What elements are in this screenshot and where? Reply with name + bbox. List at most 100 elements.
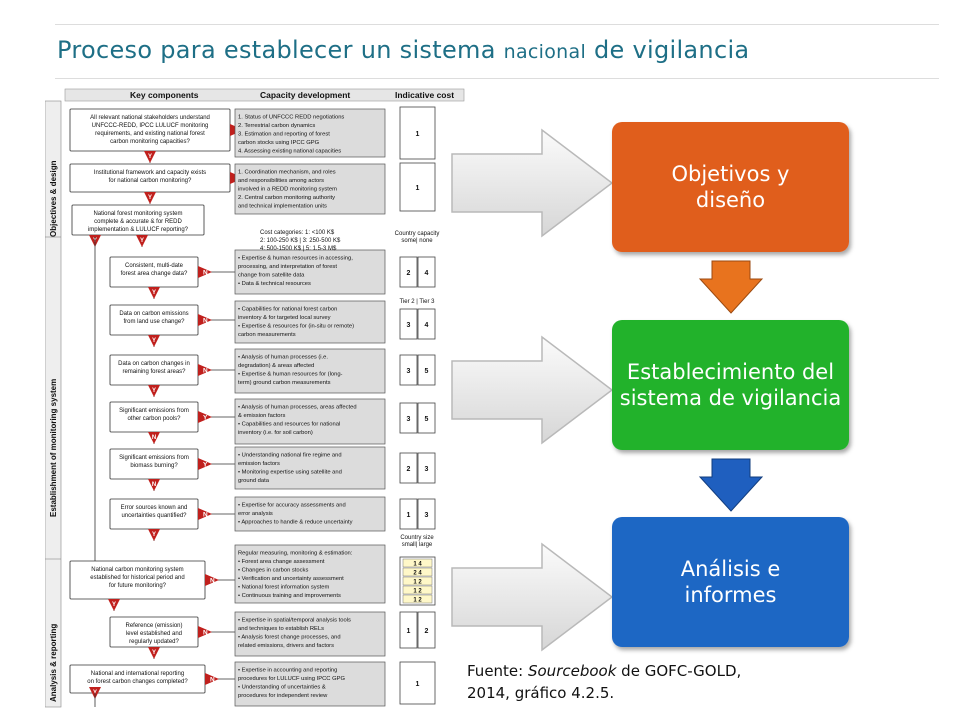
capacity-text: • Changes in carbon stocks (238, 568, 308, 574)
capacity-text: & emission factors (238, 413, 285, 419)
cost-value: 1 (407, 512, 411, 519)
cost-value: 5 (425, 416, 429, 423)
tier-label: Tier 2 | Tier 3 (399, 299, 435, 305)
capacity-text: • Expertise in spatial/temporal analysis… (238, 618, 351, 624)
capacity-text: emission factors (238, 461, 280, 467)
capacity-box (234, 249, 386, 295)
marker-letter: N (152, 482, 156, 488)
no-marker (198, 458, 212, 470)
marker-letter: Y (152, 338, 156, 344)
yes-marker (144, 151, 156, 163)
cost-box (399, 308, 418, 340)
right-arrow-icon (451, 335, 614, 445)
no-marker (198, 411, 212, 423)
cost-value: 4 (425, 322, 429, 329)
yes-marker (148, 647, 160, 659)
question-text: remaining forest areas? (122, 369, 186, 375)
cost-cell (402, 594, 433, 604)
capacity-text: ground data (238, 478, 270, 484)
capacity-text: 1. Status of UNFCCC REDD negotiations (238, 115, 344, 121)
side-label-analysis: Analysis & reporting (49, 624, 58, 702)
no-marker (198, 508, 212, 520)
question-text: Significant emissions from (119, 455, 189, 461)
header-key-components: Key components (130, 90, 199, 100)
capacity-text: 2. Central carbon monitoring authority (238, 195, 335, 201)
no-marker (198, 364, 212, 376)
capacity-text: 4. Assessing existing national capacitie… (238, 149, 341, 155)
cost-cell (402, 558, 433, 568)
question-text: carbon monitoring capacities? (110, 139, 190, 145)
cost-box (399, 256, 418, 288)
cost-box (417, 498, 436, 530)
right-arrow-icon (451, 128, 614, 238)
capacity-box (234, 348, 386, 394)
capacity-text: • Data & technical resources (238, 281, 311, 287)
capacity-text: error analysis (238, 511, 273, 517)
stage-analysis-reporting: Análisis e informes (612, 517, 849, 647)
capacity-text: • Analysis forest change processes, and (238, 635, 341, 641)
capacity-box (234, 398, 386, 445)
marker-letter: Y (140, 238, 144, 244)
cost-value: 2 4 (413, 571, 422, 577)
stage-system-establishment: Establecimiento del sistema de vigilanci… (612, 320, 849, 450)
down-arrow-icon (698, 260, 764, 314)
capacity-text: procedures for independent review (238, 693, 328, 699)
yes-marker (148, 335, 160, 347)
cost-value: 1 (407, 628, 411, 635)
question-text: All relevant national stakeholders under… (90, 115, 210, 121)
capacity-text: • Verification and uncertainty assessmen… (238, 576, 344, 582)
yes-marker (148, 529, 160, 541)
cost-box (399, 402, 418, 434)
side-label-establishment: Establishment of monitoring system (49, 379, 58, 517)
cost-value: 2 (425, 628, 429, 635)
capacity-text: processing, and interpretation of forest (238, 264, 337, 270)
no-marker (205, 574, 219, 586)
country-capacity-label: Country capacity (395, 231, 440, 237)
cost-value: 3 (425, 466, 429, 473)
cost-cell (402, 567, 433, 577)
question-text: on forest carbon changes completed? (87, 679, 188, 685)
capacity-box (234, 496, 386, 532)
capacity-box (234, 108, 386, 158)
cost-value: 2 (407, 466, 411, 473)
question-text: Error sources known and (121, 505, 188, 511)
question-text: implementation & LULUCF reporting? (88, 227, 189, 233)
cost-box (417, 354, 436, 386)
yes-marker (108, 599, 120, 611)
capacity-text: • Understanding of uncertainties & (238, 685, 326, 691)
cost-category-note: Cost categories: 1: <100 K$ (260, 230, 335, 236)
right-arrow-icon (451, 542, 614, 652)
cost-box (399, 611, 418, 649)
question-text: UNFCCC-REDD, IPCC LULUCF monitoring (92, 123, 209, 129)
capacity-text: degradation) & areas affected (238, 363, 314, 369)
capacity-text: • Capabilities for national forest carbo… (238, 307, 337, 313)
yes-marker (136, 235, 148, 247)
question-text: uncertainties quantified? (121, 513, 187, 519)
cost-box (417, 402, 436, 434)
header-indicative-cost: Indicative cost (395, 90, 454, 100)
title-part-1: Proceso para establecer un sistema (57, 36, 504, 64)
capacity-text: involved in a REDD monitoring system (238, 187, 337, 193)
yes-marker (148, 385, 160, 397)
top-divider (55, 24, 939, 25)
marker-letter: N (203, 512, 208, 519)
capacity-text: inventory & for targeted local survey (238, 315, 331, 321)
capacity-box (234, 544, 386, 604)
question-text: biomass burning? (130, 463, 178, 469)
title-divider (55, 78, 939, 79)
question-text: level established and (126, 631, 182, 637)
yes-marker (144, 192, 156, 204)
capacity-text: • Expertise in accounting and reporting (238, 668, 337, 674)
cost-value: 5 (425, 368, 429, 375)
cost-value: 1 4 (413, 562, 422, 568)
capacity-text: • Monitoring expertise using satellite a… (238, 470, 342, 476)
capacity-text: • Analysis of human processes (i.e. (238, 355, 328, 361)
down-arrow-icon (698, 458, 764, 512)
capacity-text: Regular measuring, monitoring & estimati… (238, 551, 353, 557)
title-part-3: de vigilancia (586, 36, 750, 64)
marker-letter: Y (152, 388, 156, 394)
cost-box (399, 106, 436, 160)
cost-value: 4 (425, 270, 429, 277)
capacity-box (234, 163, 386, 215)
stage-label: Establecimiento del sistema de vigilanci… (619, 360, 842, 410)
